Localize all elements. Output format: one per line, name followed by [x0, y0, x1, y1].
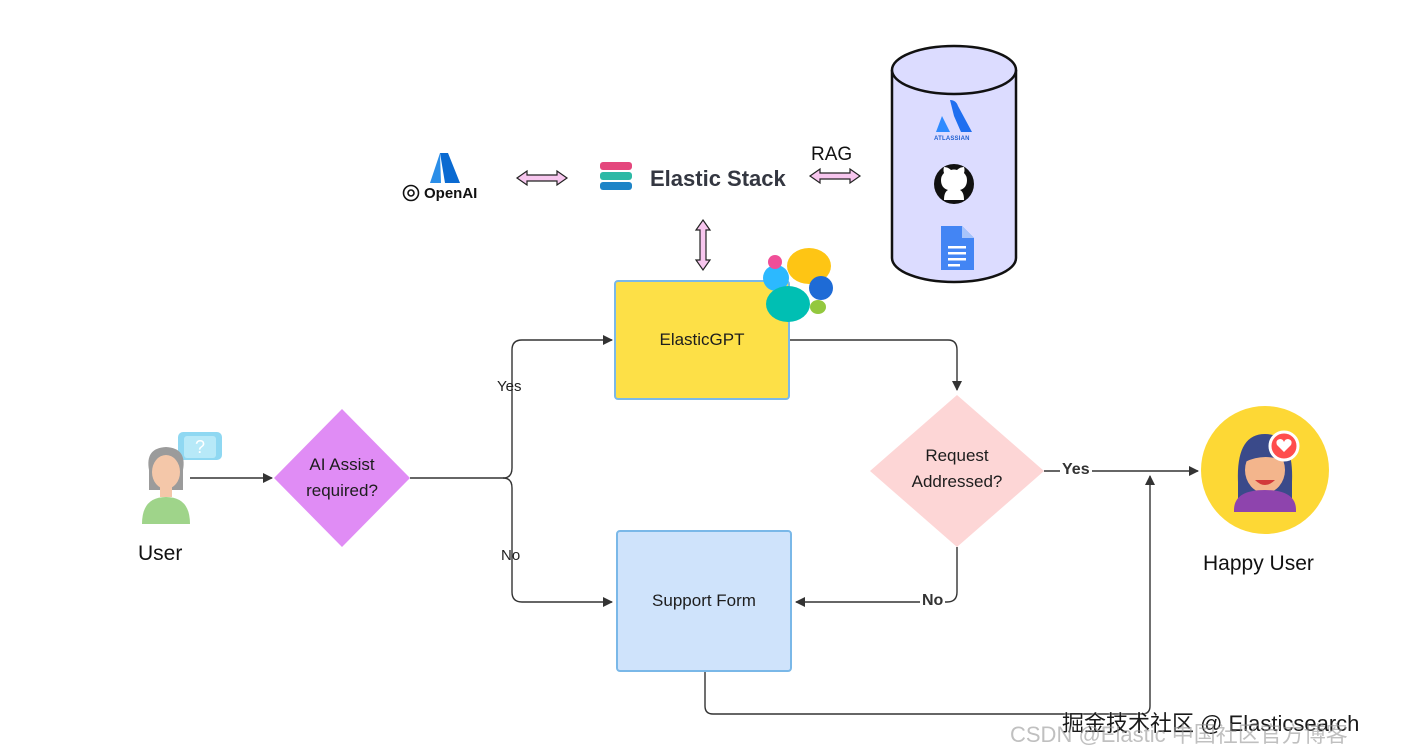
happy-user-avatar: [1201, 406, 1329, 534]
request-no-line: [795, 547, 958, 607]
elastic-logo-icon: [763, 248, 833, 322]
openai-icon: [402, 184, 420, 202]
openai-elastic-double-arrow: [515, 169, 569, 187]
elastic-stack-icon: [600, 162, 632, 190]
google-docs-icon: [941, 226, 974, 270]
decision-ai-assist: [274, 409, 410, 547]
support-to-happy-line: [704, 475, 1155, 715]
decision-ai-assist-label: AI Assist required?: [306, 455, 378, 500]
support-form-label: Support Form: [652, 591, 756, 610]
watermark-line-2: CSDN @Elastic 中国社区官方博客: [1010, 722, 1348, 747]
elastic-rag-double-arrow: [808, 167, 862, 185]
elasticgpt-to-request-line: [790, 339, 962, 391]
elasticgpt-label: ElasticGPT: [659, 330, 745, 349]
elastic-gpt-double-arrow: [694, 218, 712, 272]
user-label: User: [138, 542, 183, 565]
yes-line-to-elasticgpt: [410, 335, 613, 479]
no-label-2: No: [920, 592, 946, 610]
yes-label-2: Yes: [1060, 461, 1092, 479]
yes-label-1: Yes: [497, 378, 522, 395]
azure-icon: [430, 153, 460, 183]
atlassian-label: ATLASSIAN: [934, 136, 970, 142]
happy-user-label: Happy User: [1203, 552, 1314, 575]
atlassian-icon: [936, 100, 972, 132]
openai-label: OpenAI: [424, 185, 478, 202]
no-label-1: No: [501, 547, 521, 564]
github-icon: [934, 164, 974, 204]
decision-request-addressed: [870, 395, 1044, 547]
elastic-stack-label: Elastic Stack: [650, 166, 786, 191]
decision-request-addressed-label: Request Addressed?: [911, 446, 1003, 491]
support-form-box: Support Form: [616, 530, 792, 672]
svg-text:?: ?: [195, 437, 205, 457]
no-line-to-support-form: [502, 477, 613, 607]
elasticgpt-box: ElasticGPT: [614, 280, 790, 400]
user-avatar: ?: [142, 432, 222, 524]
watermark-line-1: 掘金技术社区 @ Elasticsearch: [1062, 711, 1360, 736]
rag-label: RAG: [811, 144, 853, 165]
